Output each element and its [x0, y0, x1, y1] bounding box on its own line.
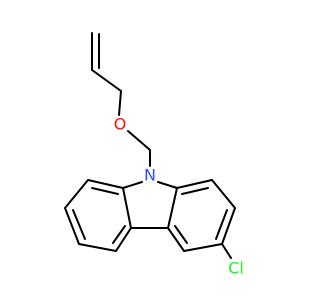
bond-c8a-to-c4a — [167, 187, 178, 229]
bond-ch2-to-oxygen — [118, 90, 122, 116]
left-benzene-ring — [64, 179, 132, 252]
bond-inner-c5-c4a — [174, 225, 188, 244]
allyl-group — [91, 32, 122, 116]
oxygen-atom-label: O — [114, 115, 127, 134]
bond-n-to-c8a — [157, 181, 178, 189]
bond-inner-c8a-c8 — [181, 187, 209, 195]
bond-inner-c1-c9a — [91, 187, 119, 195]
bond-c9a-to-c4b — [122, 187, 132, 229]
oxymethylene-linker — [127, 130, 151, 167]
bond-oxygen-to-ch2 — [127, 130, 151, 151]
molecule-structure-diagram: O N Cl — [64, 32, 244, 278]
bond-c8a-to-c8 — [176, 179, 213, 189]
bond-inner-c7-c6 — [215, 209, 228, 240]
bond-c1-to-c2 — [64, 179, 89, 209]
bond-c6-to-chlorine — [221, 243, 232, 259]
bond-n-to-c9a — [122, 181, 143, 189]
pyrrole-ring — [122, 181, 178, 229]
bond-c5-to-c4a — [167, 227, 185, 252]
bond-c3-to-c4 — [78, 243, 117, 252]
bond-c2-to-c3 — [64, 207, 80, 245]
bond-c8-to-c7 — [211, 179, 236, 209]
bond-vinyl-to-ch2 — [91, 69, 122, 92]
bond-c6-to-c5 — [183, 243, 223, 252]
bond-c7-to-c6 — [221, 207, 236, 245]
bond-inner-c2-c3 — [72, 209, 86, 240]
chlorine-atom-label: Cl — [228, 259, 244, 278]
right-benzene-ring — [167, 179, 236, 259]
bond-c9a-to-c1 — [87, 179, 124, 189]
nitrogen-atom-label: N — [144, 166, 156, 185]
bond-c4-to-c4b — [115, 227, 132, 252]
bond-inner-c4-c4b — [112, 225, 126, 244]
